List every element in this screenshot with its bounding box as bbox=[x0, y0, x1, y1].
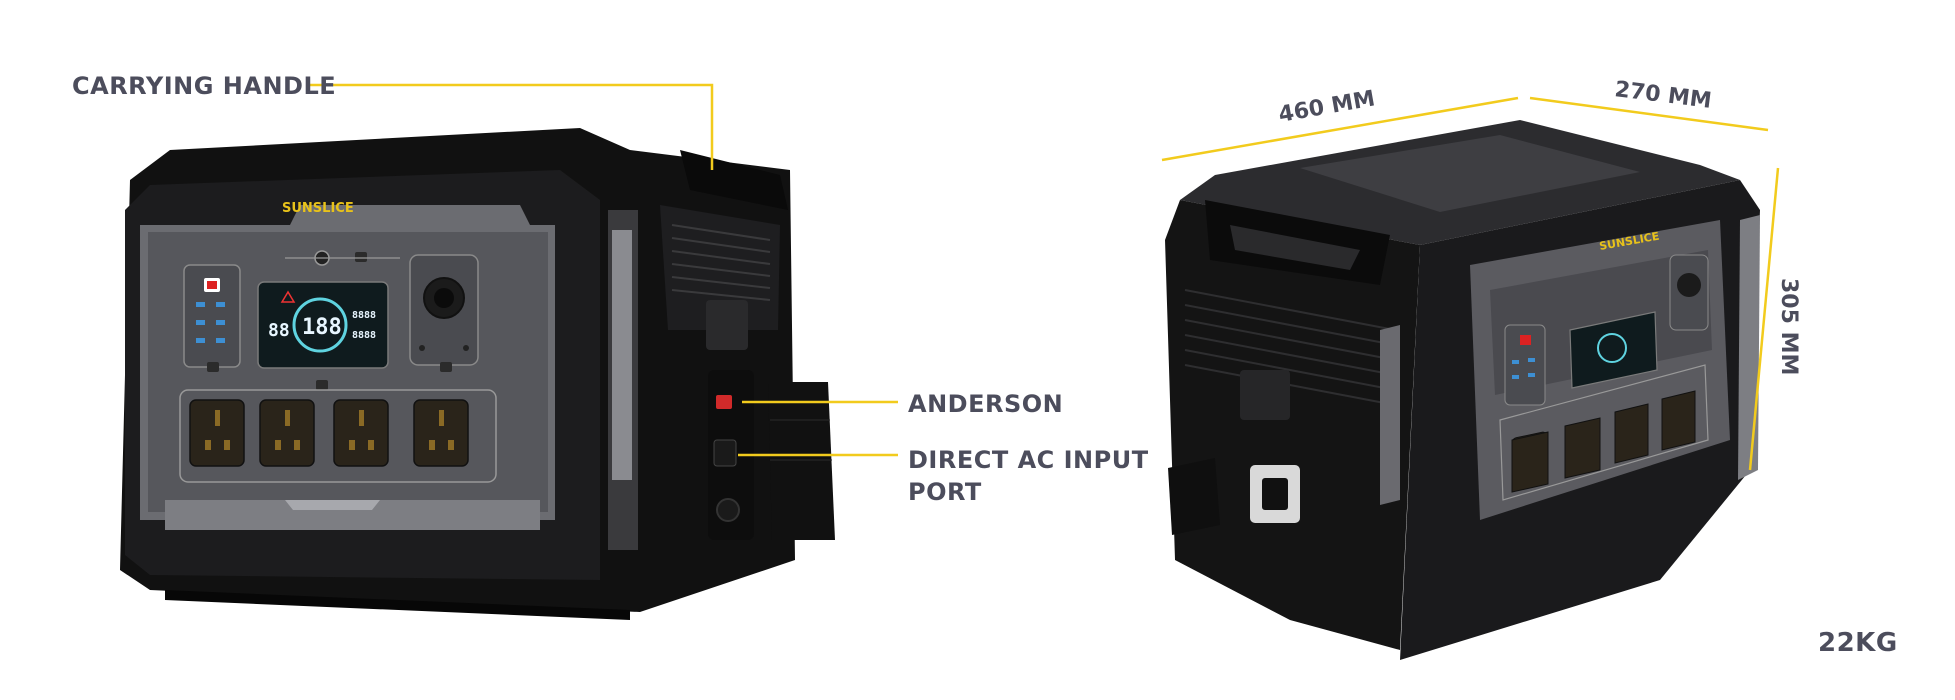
dimension-lines bbox=[1161, 96, 1780, 471]
carrying-handle-label: CARRYING HANDLE bbox=[72, 72, 337, 100]
port-cover-flap-right bbox=[1168, 458, 1220, 535]
display-percent: 188 bbox=[302, 315, 342, 340]
anderson-label: ANDERSON bbox=[908, 390, 1064, 418]
lcd-display bbox=[257, 281, 389, 369]
display-left-digits: 88 bbox=[268, 320, 290, 341]
display-right-bottom: 8888 bbox=[352, 330, 376, 341]
ac-input-port bbox=[713, 439, 737, 467]
power-station-angled-view: SUNSLICE bbox=[1165, 120, 1760, 660]
carrying-handle bbox=[680, 150, 788, 210]
anderson-port bbox=[716, 395, 732, 409]
direct-ac-input-label: DIRECT AC INPUT PORT bbox=[908, 446, 1149, 506]
dimension-width: 270 MM bbox=[1613, 77, 1713, 114]
dimension-height: 305 MM bbox=[1776, 278, 1801, 375]
dimension-length: 460 MM bbox=[1277, 86, 1377, 128]
port-cover-flap bbox=[768, 382, 835, 540]
ac-outlet-group bbox=[189, 399, 469, 467]
ac-outlet-group-right bbox=[1511, 390, 1696, 493]
power-station-front-view: SUNSLICE 188 88 8888 8888 bbox=[120, 128, 835, 620]
lcd-display-right bbox=[1569, 311, 1658, 389]
brand-logo: SUNSLICE bbox=[282, 201, 354, 216]
warning-icon bbox=[280, 290, 296, 303]
side-vent-right bbox=[1184, 289, 1396, 406]
weight-label: 22KG bbox=[1818, 628, 1898, 658]
display-right-top: 8888 bbox=[352, 310, 376, 321]
side-vent bbox=[671, 224, 771, 301]
callout-lines bbox=[310, 83, 898, 457]
